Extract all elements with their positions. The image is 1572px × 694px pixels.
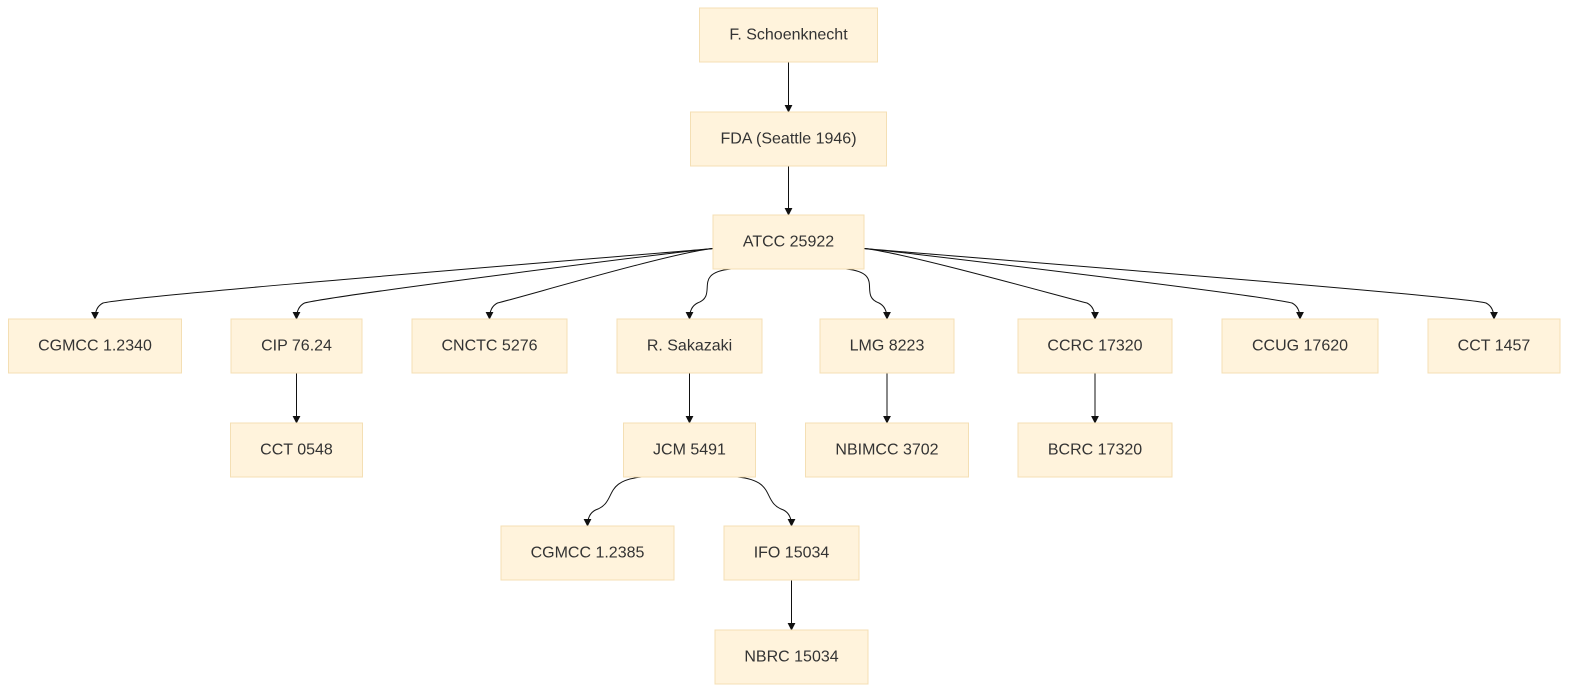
node-box bbox=[1017, 318, 1173, 374]
node-box bbox=[1427, 318, 1561, 374]
node-label: CNCTC 5276 bbox=[441, 338, 537, 355]
edge-jcm5491-to-cgmcc12385 bbox=[583, 476, 642, 527]
node-fda: FDA (Seattle 1946) bbox=[690, 111, 887, 167]
node-box bbox=[712, 214, 865, 270]
node-cct0548: CCT 0548 bbox=[230, 422, 363, 478]
edge-atcc25922-to-cnctc5276 bbox=[485, 247, 714, 320]
node-nbimcc3702: NBIMCC 3702 bbox=[805, 422, 969, 478]
node-label: JCM 5491 bbox=[653, 442, 726, 459]
node-box bbox=[714, 629, 869, 685]
node-cnctc5276: CNCTC 5276 bbox=[411, 318, 568, 374]
node-cgmcc12385: CGMCC 1.2385 bbox=[500, 525, 675, 581]
node-box bbox=[1221, 318, 1379, 374]
node-box bbox=[699, 7, 878, 63]
node-ccrc17320: CCRC 17320 bbox=[1017, 318, 1173, 374]
edge-atcc25922-to-cct1457 bbox=[863, 247, 1498, 320]
node-schoenknecht: F. Schoenknecht bbox=[699, 7, 878, 63]
node-label: CCUG 17620 bbox=[1252, 338, 1348, 355]
node-box bbox=[411, 318, 568, 374]
node-cgmcc12340: CGMCC 1.2340 bbox=[8, 318, 182, 374]
node-box bbox=[230, 318, 363, 374]
edge-atcc25922-to-cip7624 bbox=[292, 247, 714, 320]
node-label: CGMCC 1.2385 bbox=[531, 545, 645, 562]
node-cct1457: CCT 1457 bbox=[1427, 318, 1561, 374]
edge-atcc25922-to-ccug17620 bbox=[863, 247, 1304, 320]
node-label: R. Sakazaki bbox=[647, 338, 732, 355]
edge-atcc25922-to-ccrc17320 bbox=[863, 247, 1099, 320]
node-label: FDA (Seattle 1946) bbox=[720, 131, 856, 148]
node-label: ATCC 25922 bbox=[743, 234, 834, 251]
edge-jcm5491-to-ifo15034 bbox=[737, 476, 796, 527]
node-jcm5491: JCM 5491 bbox=[623, 422, 756, 478]
node-box bbox=[819, 318, 955, 374]
node-box bbox=[723, 525, 860, 581]
node-label: CGMCC 1.2340 bbox=[38, 338, 152, 355]
node-label: NBIMCC 3702 bbox=[835, 442, 938, 459]
node-label: CIP 76.24 bbox=[261, 338, 332, 355]
node-ifo15034: IFO 15034 bbox=[723, 525, 860, 581]
node-label: F. Schoenknecht bbox=[729, 27, 848, 44]
node-nbrc15034: NBRC 15034 bbox=[714, 629, 869, 685]
node-box bbox=[690, 111, 887, 167]
node-sakazaki: R. Sakazaki bbox=[616, 318, 763, 374]
node-label: CCRC 17320 bbox=[1047, 338, 1142, 355]
node-box bbox=[1017, 422, 1173, 478]
node-box bbox=[805, 422, 969, 478]
node-box bbox=[500, 525, 675, 581]
node-label: LMG 8223 bbox=[850, 338, 925, 355]
node-box bbox=[623, 422, 756, 478]
node-box bbox=[8, 318, 182, 374]
node-ccug17620: CCUG 17620 bbox=[1221, 318, 1379, 374]
node-bcrc17320: BCRC 17320 bbox=[1017, 422, 1173, 478]
node-atcc25922: ATCC 25922 bbox=[712, 214, 865, 270]
node-label: IFO 15034 bbox=[754, 545, 830, 562]
edge-atcc25922-to-cgmcc12340 bbox=[91, 247, 714, 320]
node-label: BCRC 17320 bbox=[1048, 442, 1142, 459]
node-box bbox=[230, 422, 363, 478]
node-label: NBRC 15034 bbox=[744, 649, 838, 666]
edge-atcc25922-to-sakazaki bbox=[685, 268, 732, 320]
node-cip7624: CIP 76.24 bbox=[230, 318, 363, 374]
node-label: CCT 1457 bbox=[1458, 338, 1531, 355]
node-box bbox=[616, 318, 763, 374]
node-label: CCT 0548 bbox=[260, 442, 333, 459]
edges-layer bbox=[91, 62, 1498, 631]
node-lmg8223: LMG 8223 bbox=[819, 318, 955, 374]
edge-atcc25922-to-lmg8223 bbox=[845, 268, 891, 320]
